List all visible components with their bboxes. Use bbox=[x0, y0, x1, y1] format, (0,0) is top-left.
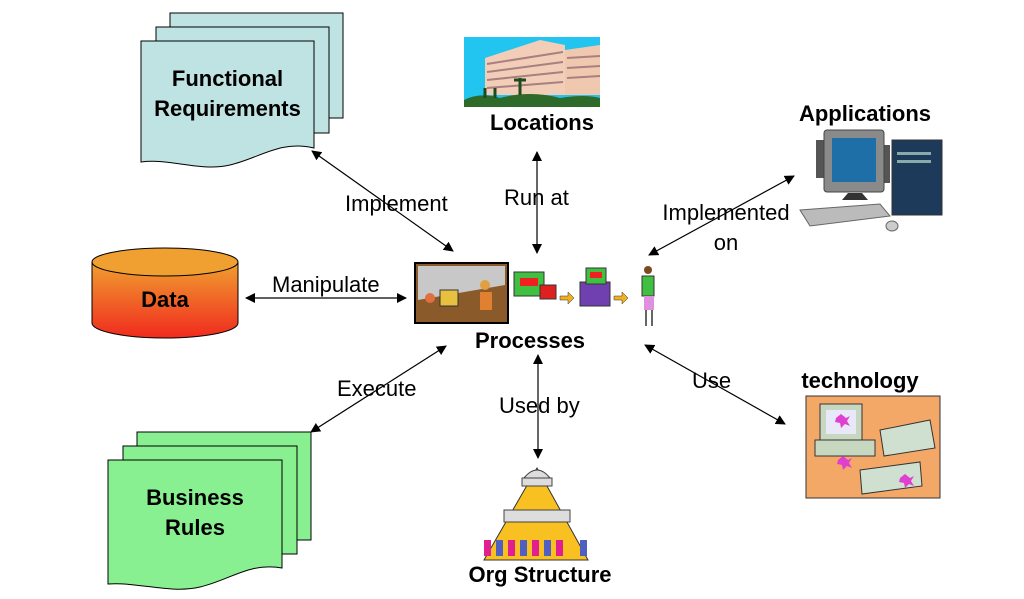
data-label: Data bbox=[141, 287, 189, 312]
use-label: Use bbox=[692, 368, 732, 393]
run-at-label: Run at bbox=[504, 185, 569, 210]
business-rules-label: Business Rules bbox=[108, 483, 282, 543]
technology-label: technology bbox=[801, 368, 919, 393]
business-rules-line2: Rules bbox=[165, 515, 225, 540]
business-rules-node[interactable] bbox=[107, 431, 312, 590]
implemented-on-line2: on bbox=[713, 230, 739, 255]
edge-execute bbox=[310, 345, 447, 433]
implement-label: Implement bbox=[345, 191, 448, 216]
edge-use bbox=[644, 344, 786, 425]
edge-implement bbox=[311, 150, 454, 252]
implemented-on-line1: Implemented bbox=[662, 200, 790, 225]
implemented-on-label: Implemented on bbox=[651, 201, 801, 255]
computer-equipment-icon bbox=[805, 395, 941, 499]
org-pyramid-icon bbox=[483, 466, 589, 561]
office-building-icon bbox=[464, 37, 601, 107]
processes-label: Processes bbox=[474, 328, 586, 353]
functional-requirements-line1: Functional bbox=[171, 66, 284, 91]
business-rules-line1: Business bbox=[146, 485, 244, 510]
org-structure-label: Org Structure bbox=[468, 562, 612, 587]
applications-label: Applications bbox=[798, 101, 931, 126]
edge-implemented-on bbox=[648, 175, 795, 256]
used-by-label: Used by bbox=[499, 393, 580, 418]
desktop-computer-icon bbox=[799, 129, 943, 232]
edges bbox=[245, 150, 795, 459]
functional-requirements-node[interactable] bbox=[140, 12, 344, 168]
functional-requirements-label: Functional Requirements bbox=[141, 64, 314, 124]
data-node[interactable] bbox=[91, 247, 239, 339]
manipulate-label: Manipulate bbox=[272, 272, 380, 297]
office-workflow-icon bbox=[414, 262, 655, 326]
functional-requirements-line2: Requirements bbox=[154, 96, 301, 121]
execute-label: Execute bbox=[337, 376, 417, 401]
locations-label: Locations bbox=[490, 110, 594, 135]
